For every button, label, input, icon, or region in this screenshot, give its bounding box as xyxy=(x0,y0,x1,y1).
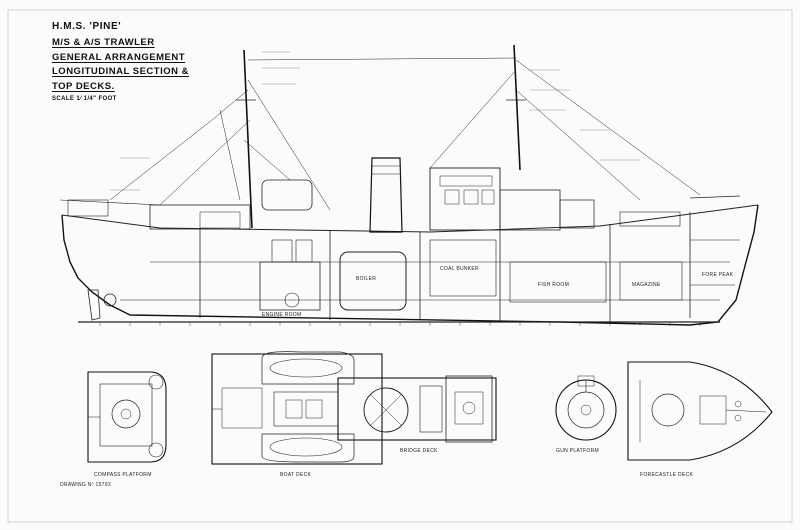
label-fish-room: FISH ROOM xyxy=(538,282,570,288)
label-engine-room: ENGINE ROOM xyxy=(262,312,302,318)
hull-outline xyxy=(61,204,759,326)
aft-gun-mount xyxy=(67,199,109,217)
bridge-superstructure xyxy=(429,167,501,231)
magazine xyxy=(619,261,683,301)
ship-name: H.M.S. 'PINE' xyxy=(52,21,122,32)
bulkheads xyxy=(199,212,691,322)
label-boat-deck: BOAT DECK xyxy=(280,472,312,478)
title-line-1: GENERAL ARRANGEMENT xyxy=(52,51,186,63)
fish-room xyxy=(509,261,607,303)
label-magazine: MAGAZINE xyxy=(632,282,661,288)
label-gun-platform: GUN PLATFORM xyxy=(556,448,599,454)
propeller xyxy=(103,293,117,307)
rudder xyxy=(87,289,101,321)
boat-deck-plan xyxy=(211,351,383,465)
boiler xyxy=(339,251,407,311)
title-line-2: LONGITUDINAL SECTION & xyxy=(52,66,189,77)
compass-platform-plan xyxy=(87,371,167,463)
title-line-3: TOP DECKS. xyxy=(52,80,115,92)
label-boiler: BOILER xyxy=(356,276,377,282)
forward-house xyxy=(499,189,561,231)
engine-block xyxy=(259,261,321,311)
lifeboat-port xyxy=(269,358,343,378)
fore-mast xyxy=(513,44,521,171)
label-bridge-deck: BRIDGE DECK xyxy=(400,448,438,454)
funnel xyxy=(369,157,403,233)
label-forecastle-deck: FORECASTLE DECK xyxy=(640,472,694,478)
coal-bunker xyxy=(429,239,497,297)
forecastle-deck-plan xyxy=(627,361,773,461)
funnel-plan xyxy=(363,387,409,433)
ship-type: M/S & A/S TRAWLER xyxy=(52,37,155,48)
main-mast xyxy=(243,49,253,229)
label-coal-bunker: COAL BUNKER xyxy=(440,266,479,272)
gun-platform-structure xyxy=(559,199,595,229)
lifeboat-starboard xyxy=(269,437,343,457)
title-block: H.M.S. 'PINE' M/S & A/S TRAWLER GENERAL … xyxy=(52,21,189,103)
sheet-border xyxy=(7,9,793,523)
scale-note: SCALE 1⁄ 1/4" FOOT xyxy=(52,96,117,102)
main-deck-line xyxy=(61,204,759,233)
rigging xyxy=(109,57,701,211)
label-fore-peak: FORE PEAK xyxy=(702,272,734,278)
bridge-deck-plan xyxy=(337,375,497,443)
boat-on-deck xyxy=(261,179,313,211)
aft-deckhouse xyxy=(149,204,251,230)
label-compass-platform: COMPASS PLATFORM xyxy=(94,472,152,478)
frame-stations xyxy=(99,322,701,326)
longitudinal-section xyxy=(59,44,759,326)
drawing-number: DRAWING Nº 15793 xyxy=(60,482,111,488)
gun-platform-plan xyxy=(555,375,617,441)
